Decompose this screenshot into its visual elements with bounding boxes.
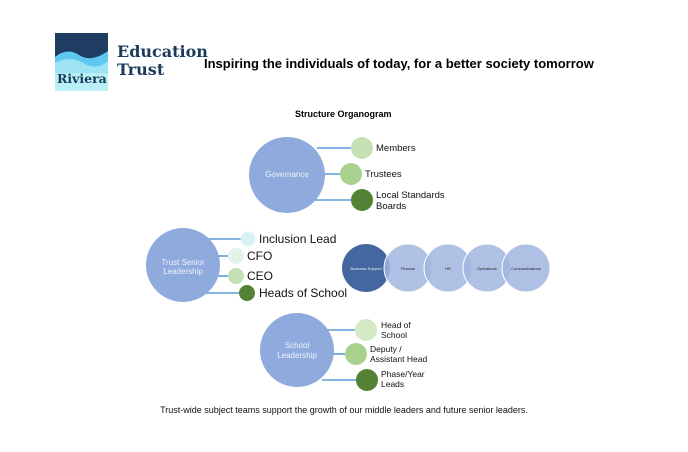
cfo-dot [228, 248, 244, 264]
function-circle-communications [501, 243, 551, 293]
page-title: Structure Organogram [295, 109, 392, 119]
local-boards-dot [351, 189, 373, 211]
inclusion-lead-dot [240, 231, 256, 247]
heads-of-school-dot [239, 285, 255, 301]
deputy-line1: Deputy / [370, 344, 402, 354]
logo-name-line1: Education [117, 42, 208, 61]
deputy-head-dot [345, 343, 367, 365]
deputy-line2: Assistant Head [370, 354, 428, 364]
boards-label: Boards [376, 201, 407, 212]
local-standards-label: Local Standards [376, 190, 445, 201]
phase-leads-line1: Phase/Year [381, 369, 425, 379]
school-label-line2: Leadership [277, 351, 317, 360]
function-label-business-support: Business Support [350, 266, 382, 271]
phase-leads-line2: Leads [381, 379, 405, 389]
footer-note: Trust-wide subject teams support the gro… [160, 405, 528, 415]
connector-lines [201, 147, 356, 381]
logo: Riviera [55, 33, 108, 91]
senior-label-line1: Trust Senior [161, 258, 205, 267]
function-label-hr: HR [445, 266, 451, 271]
logo-name-line2: Trust [117, 60, 165, 79]
head-of-school-line1: Head of [381, 320, 411, 330]
members-dot [351, 137, 373, 159]
function-label-operations: Operations [477, 266, 497, 271]
senior-label-line2: Leadership [163, 267, 203, 276]
school-label-line1: School [284, 341, 310, 350]
ceo-dot [228, 268, 244, 284]
trustees-label: Trustees [365, 169, 402, 180]
function-label-finance: Finance [400, 266, 416, 271]
senior-leadership-circle [146, 228, 220, 302]
function-label-communications: Communications [511, 266, 541, 271]
function-circle-business-support [342, 244, 390, 292]
logo-waves-graphic [55, 33, 108, 91]
logo-brand: Riviera [57, 71, 107, 86]
heads-of-school-label: Heads of School [259, 286, 348, 300]
school-leadership-circle [260, 313, 334, 387]
head-of-school-dot [355, 319, 377, 341]
trustees-dot [340, 163, 362, 185]
governance-circle [249, 137, 325, 213]
cfo-label: CFO [247, 249, 273, 263]
head-of-school-line2: School [381, 330, 407, 340]
inclusion-lead-label: Inclusion Lead [259, 232, 337, 246]
phase-leads-dot [356, 369, 378, 391]
governance-label: Governance [265, 170, 309, 179]
tagline: Inspiring the individuals of today, for … [204, 56, 594, 71]
members-label: Members [376, 143, 416, 154]
ceo-label: CEO [247, 269, 274, 283]
